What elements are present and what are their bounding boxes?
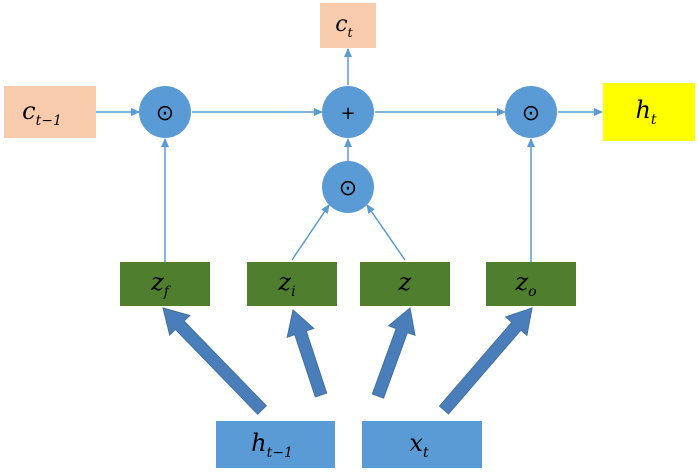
- svg-text:ht−1: ht−1: [251, 429, 293, 461]
- gate-z-o: zo: [486, 262, 576, 306]
- c-t-base: c: [335, 12, 347, 37]
- mult-symbol: ⊙: [339, 176, 357, 201]
- edge-zi-to-mult3: [291, 204, 330, 261]
- c-prev-box: ct−1: [4, 86, 96, 138]
- svg-text:ct−1: ct−1: [22, 97, 62, 129]
- gate-z-f: zf: [120, 262, 210, 306]
- h-prev-sub: t−1: [267, 445, 293, 461]
- z-f-sub: f: [163, 284, 172, 300]
- h-t-box: ht: [603, 83, 695, 141]
- big-arrow-to-zo: [438, 307, 533, 415]
- edge-z-to-mult3: [366, 204, 406, 261]
- mult-node-input: ⊙: [322, 161, 374, 213]
- z-o-base: z: [514, 268, 528, 296]
- h-t-sub: t: [651, 112, 657, 128]
- z-base: z: [398, 268, 412, 296]
- c-t-sub: t: [348, 26, 354, 41]
- z-o-sub: o: [528, 284, 536, 300]
- svg-text:xt: xt: [409, 429, 429, 461]
- h-t-base: h: [635, 96, 650, 124]
- mult-node-output: ⊙: [505, 86, 557, 138]
- svg-text:zo: zo: [514, 268, 536, 300]
- add-node: +: [322, 86, 374, 138]
- x-t-box: xt: [362, 421, 482, 468]
- big-arrow-to-zf: [162, 307, 268, 415]
- z-i-base: z: [277, 268, 291, 296]
- mult-symbol: ⊙: [522, 101, 540, 126]
- svg-text:ht: ht: [635, 96, 656, 128]
- x-t-base: x: [409, 429, 423, 457]
- h-prev-base: h: [251, 429, 266, 457]
- z-i-sub: i: [291, 284, 295, 300]
- svg-text:zi: zi: [277, 268, 295, 300]
- add-symbol: +: [340, 103, 355, 124]
- c-prev-base: c: [22, 97, 35, 125]
- svg-text:z: z: [398, 268, 412, 296]
- input-arrows: [162, 307, 533, 415]
- x-t-sub: t: [423, 445, 429, 461]
- big-arrow-to-zi: [286, 309, 328, 398]
- c-t-box: ct: [320, 3, 376, 48]
- gate-z-i: zi: [247, 262, 337, 306]
- z-f-base: z: [150, 268, 164, 296]
- big-arrow-to-z: [371, 307, 416, 399]
- connections: [96, 48, 603, 262]
- svg-text:zf: zf: [150, 268, 172, 300]
- h-prev-box: ht−1: [216, 421, 335, 468]
- mult-symbol: ⊙: [156, 101, 174, 126]
- svg-text:ct: ct: [335, 12, 353, 41]
- c-prev-sub: t−1: [36, 113, 62, 129]
- gate-z: z: [360, 262, 450, 306]
- mult-node-forget: ⊙: [139, 86, 191, 138]
